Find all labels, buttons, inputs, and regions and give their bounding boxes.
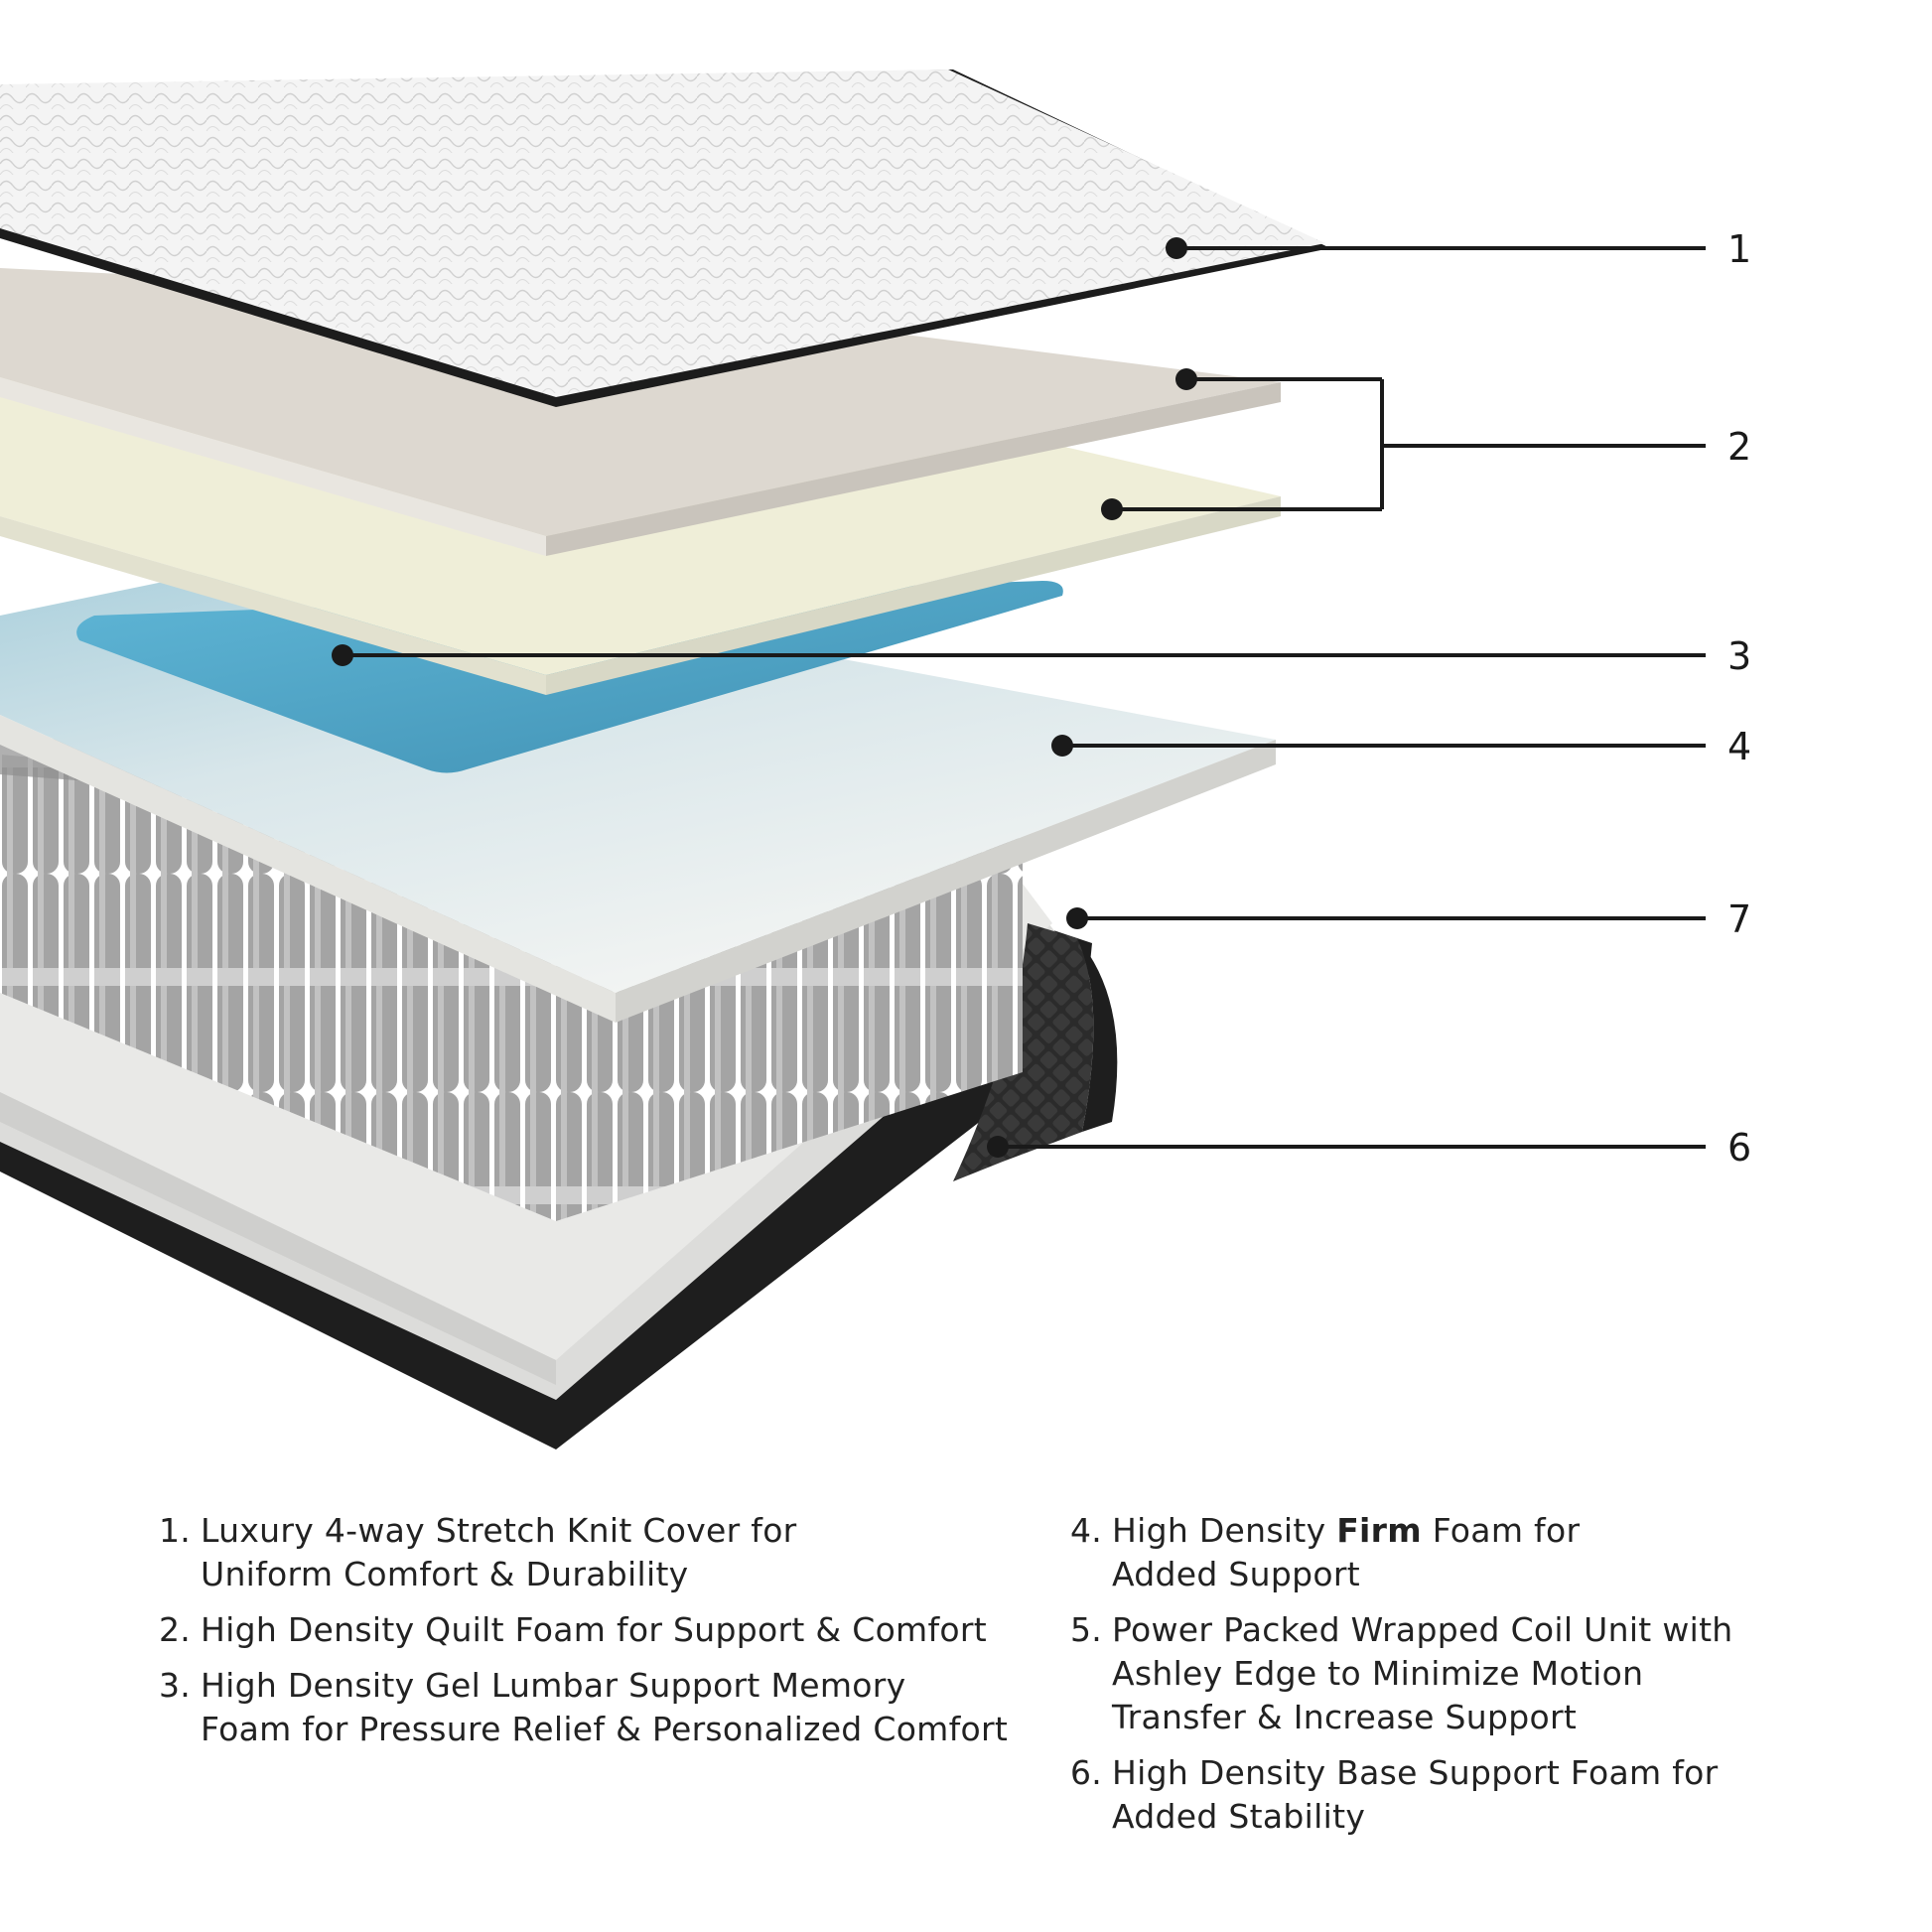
- legend-line: Ashley Edge to Minimize Motion: [1112, 1654, 1644, 1693]
- legend-line: Transfer & Increase Support: [1112, 1698, 1578, 1736]
- legend-line: Power Packed Wrapped Coil Unit with: [1112, 1610, 1733, 1649]
- callout-number-3: 3: [1727, 634, 1751, 678]
- callout-dot-3: [332, 644, 353, 666]
- legend-line: Foam for: [1421, 1511, 1581, 1550]
- legend-text: High Density Quilt Foam for Support & Co…: [201, 1608, 1052, 1652]
- legend-text: High Density Firm Foam for Added Support: [1112, 1509, 1924, 1596]
- legend-line: High Density: [1112, 1511, 1337, 1550]
- callout-dot-4: [1051, 735, 1073, 757]
- legend-number: 5.: [1070, 1610, 1103, 1649]
- edge-mesh-panel: [953, 923, 1118, 1181]
- mattress-layers-diagram: 1 2 3 4 7 6: [0, 69, 1751, 1449]
- legend-text: Luxury 4-way Stretch Knit Cover for Unif…: [201, 1509, 1052, 1596]
- legend-text: Power Packed Wrapped Coil Unit with Ashl…: [1112, 1608, 1924, 1739]
- legend-number: 6.: [1070, 1753, 1103, 1792]
- callout-dot-2b: [1101, 498, 1123, 520]
- callout-number-6: 6: [1727, 1126, 1751, 1170]
- legend-line: Foam for Pressure Relief & Personalized …: [201, 1710, 1009, 1748]
- legend-line: High Density Base Support Foam for: [1112, 1753, 1719, 1792]
- callout-dots: [332, 237, 1197, 1158]
- callout-number-2: 2: [1727, 425, 1751, 469]
- callout-numbers: 1 2 3 4 7 6: [1727, 227, 1751, 1170]
- callout-dot-2a: [1175, 368, 1197, 390]
- legend-number: 2.: [159, 1610, 192, 1649]
- legend-text: High Density Gel Lumbar Support Memory F…: [201, 1664, 1052, 1751]
- legend-line: Added Stability: [1112, 1797, 1366, 1836]
- callout-number-7: 7: [1727, 897, 1751, 941]
- legend-line: Luxury 4-way Stretch Knit Cover for: [201, 1511, 797, 1550]
- legend-item-4: 4. High Density Firm Foam for Added Supp…: [1070, 1509, 1924, 1596]
- callout-lines: [343, 246, 1706, 1149]
- legend-line: High Density Quilt Foam for Support & Co…: [201, 1610, 988, 1649]
- knit-cover-layer: [0, 69, 1330, 407]
- legend-item-5: 5. Power Packed Wrapped Coil Unit with A…: [1070, 1608, 1924, 1739]
- callout-dot-1: [1166, 237, 1187, 259]
- callout-number-4: 4: [1727, 725, 1751, 768]
- callout-number-1: 1: [1727, 227, 1751, 271]
- legend-line: High Density Gel Lumbar Support Memory: [201, 1666, 906, 1705]
- callout-dot-7: [1066, 907, 1088, 929]
- legend-item-3: 3. High Density Gel Lumbar Support Memor…: [159, 1664, 1052, 1751]
- legend-line: Added Support: [1112, 1555, 1360, 1593]
- callout-dot-6: [987, 1136, 1009, 1158]
- legend-left-column: 1. Luxury 4-way Stretch Knit Cover for U…: [159, 1509, 1052, 1763]
- legend-number: 4.: [1070, 1511, 1103, 1550]
- legend-item-1: 1. Luxury 4-way Stretch Knit Cover for U…: [159, 1509, 1052, 1596]
- legend-item-6: 6. High Density Base Support Foam for Ad…: [1070, 1751, 1924, 1839]
- legend-number: 1.: [159, 1511, 192, 1550]
- legend-right-column: 4. High Density Firm Foam for Added Supp…: [1070, 1509, 1924, 1851]
- legend-number: 3.: [159, 1666, 192, 1705]
- legend-bold-word: Firm: [1336, 1511, 1422, 1550]
- legend-text: High Density Base Support Foam for Added…: [1112, 1751, 1924, 1839]
- legend-item-2: 2. High Density Quilt Foam for Support &…: [159, 1608, 1052, 1652]
- legend-line: Uniform Comfort & Durability: [201, 1555, 689, 1593]
